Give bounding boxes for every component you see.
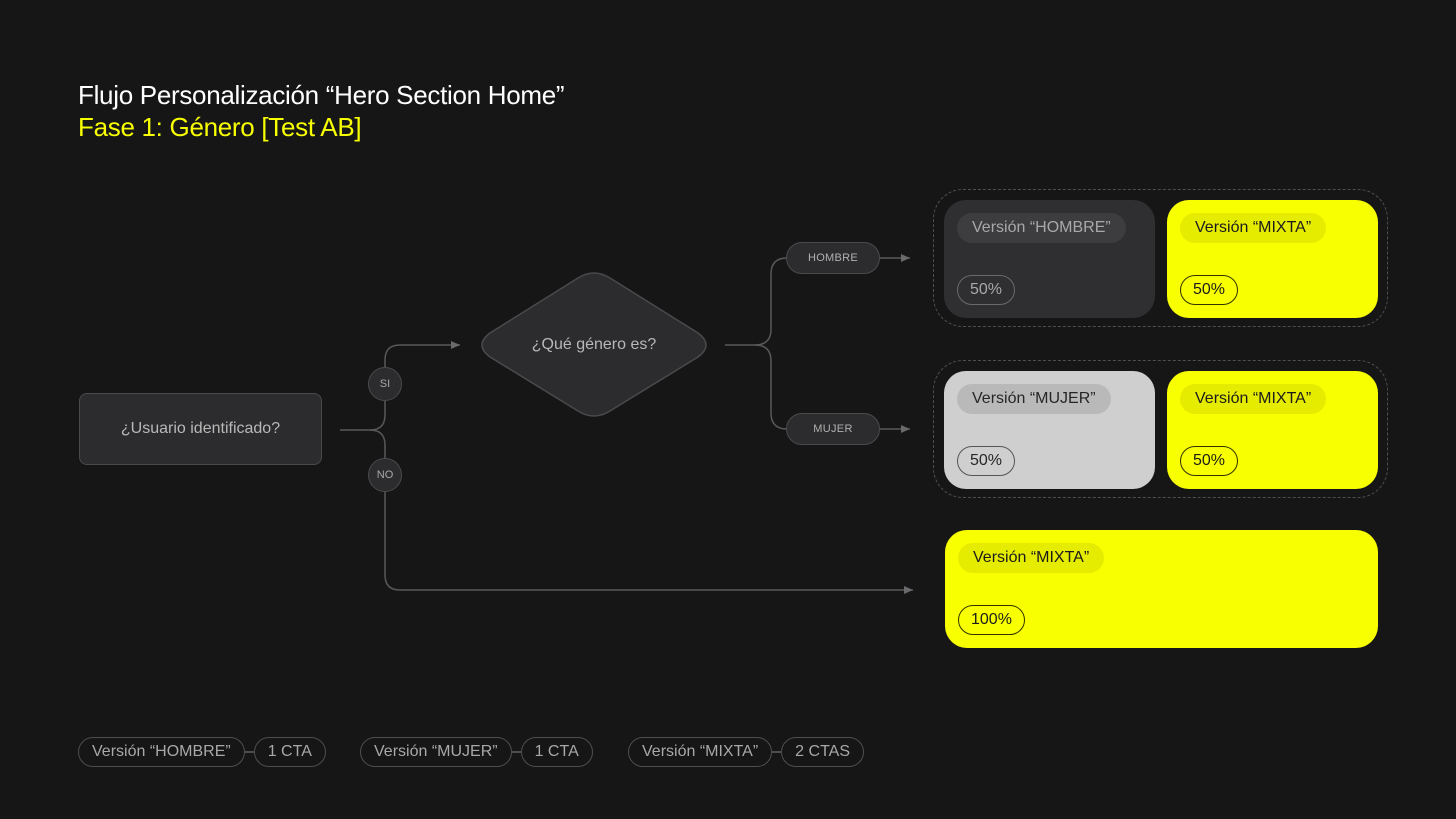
legend-ctas: 1 CTA — [520, 737, 593, 767]
connector-yes — [369, 341, 460, 431]
legend-connector — [244, 751, 254, 753]
no-label: NO — [368, 458, 402, 492]
legend-version: Versión “MUJER” — [360, 737, 512, 767]
version-card-mixed-full: Versión “MIXTA” 100% — [945, 530, 1378, 648]
version-tag: Versión “MIXTA” — [958, 543, 1105, 573]
legend-version: Versión “HOMBRE” — [78, 737, 245, 767]
share-badge: 50% — [1180, 446, 1239, 476]
legend-item-mixed: Versión “MIXTA” 2 CTAS — [628, 737, 864, 767]
decision-question-label: ¿Qué género es? — [531, 335, 657, 353]
legend-connector — [772, 751, 782, 753]
connector-male — [754, 257, 790, 346]
version-card-mixed: Versión “MIXTA” 50% — [1167, 371, 1378, 489]
share-badge: 50% — [957, 446, 1016, 476]
start-question-box: ¿Usuario identificado? — [79, 393, 322, 465]
share-badge: 50% — [1180, 275, 1239, 305]
version-card-mixed: Versión “MIXTA” 50% — [1167, 200, 1378, 318]
page-title: Flujo Personalización “Hero Section Home… — [78, 80, 565, 110]
version-card-male: Versión “HOMBRE” 50% — [944, 200, 1155, 318]
legend-version: Versión “MIXTA” — [628, 737, 773, 767]
version-card-female: Versión “MUJER” 50% — [944, 371, 1155, 489]
version-tag: Versión “HOMBRE” — [957, 213, 1126, 243]
share-badge: 50% — [957, 275, 1016, 305]
version-tag: Versión “MUJER” — [957, 384, 1111, 414]
decision-diamond — [481, 272, 707, 417]
legend-item-female: Versión “MUJER” 1 CTA — [360, 737, 593, 767]
connector-no — [369, 429, 913, 594]
legend-ctas: 1 CTA — [253, 737, 326, 767]
female-outcome-group — [933, 360, 1388, 498]
male-outcome-group — [933, 189, 1388, 327]
share-badge: 100% — [958, 605, 1025, 635]
branch-male-pill: HOMBRE — [786, 242, 880, 274]
connector-female — [754, 344, 790, 430]
version-tag: Versión “MIXTA” — [1180, 384, 1327, 414]
page-subtitle: Fase 1: Género [Test AB] — [78, 112, 362, 142]
yes-label: SI — [368, 367, 402, 401]
branch-female-pill: MUJER — [786, 413, 880, 445]
legend-connector — [511, 751, 521, 753]
legend-item-male: Versión “HOMBRE” 1 CTA — [78, 737, 326, 767]
version-tag: Versión “MIXTA” — [1180, 213, 1327, 243]
legend-ctas: 2 CTAS — [781, 737, 864, 767]
